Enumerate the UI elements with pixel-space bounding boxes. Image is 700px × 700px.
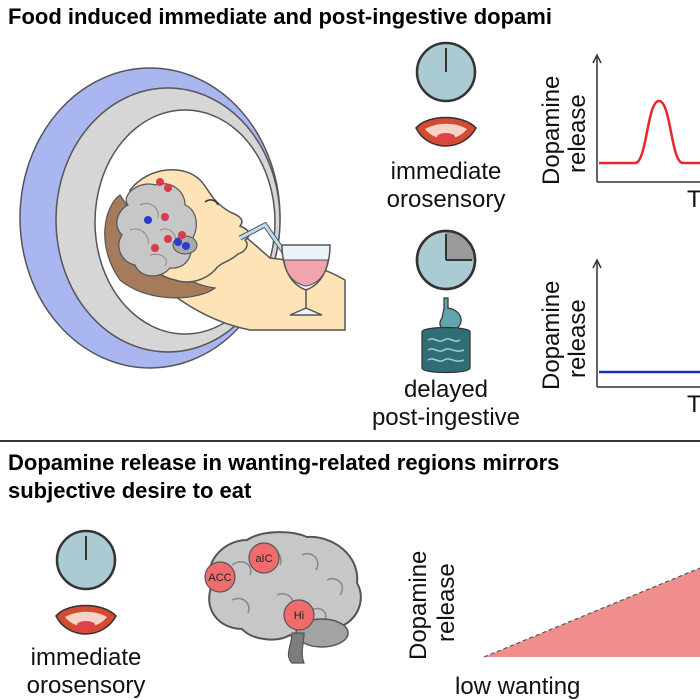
plot3-ylabel-line1: Dopamine xyxy=(405,551,432,660)
region-aic-label: aIC xyxy=(255,553,272,565)
orosensory-label: orosensory xyxy=(386,186,506,213)
bottom-orosensory-label: orosensory xyxy=(26,672,146,699)
delayed-dopamine-plot: Dopamine release T xyxy=(538,258,700,418)
clock-icon xyxy=(415,41,477,103)
stomach-intestine-icon xyxy=(421,297,471,374)
pet-scanner-illustration xyxy=(19,67,346,369)
clock-icon xyxy=(55,529,117,591)
mouth-icon xyxy=(55,604,117,635)
bottom-section-title-line2: subjective desire to eat xyxy=(8,478,252,503)
bottom-immediate-label: immediate xyxy=(30,644,142,671)
delayed-label: delayed xyxy=(403,376,489,403)
plot1-xlabel: T xyxy=(687,186,700,213)
region-hi-label: Hi xyxy=(294,610,304,622)
plot3-xlabel: low wanting xyxy=(455,673,580,700)
plot1-ylabel-line2: release xyxy=(564,94,591,173)
section-divider xyxy=(0,440,700,442)
immediate-dopamine-plot: Dopamine release T xyxy=(538,53,700,213)
plot1-ylabel-line1: Dopamine xyxy=(538,76,565,185)
mouth-icon xyxy=(415,116,477,147)
brain-regions-illustration: ACC aIC Hi xyxy=(204,531,362,664)
immediate-label: immediate xyxy=(390,158,502,185)
plot2-xlabel: T xyxy=(687,391,700,418)
clock-quarter-icon xyxy=(415,229,477,291)
post-ingestive-label: post-ingestive xyxy=(371,404,521,431)
plot3-ylabel-line2: release xyxy=(433,563,460,642)
plot2-ylabel-line2: release xyxy=(564,299,591,378)
wanting-dopamine-plot: Dopamine release low wanting xyxy=(405,551,700,700)
top-section-title: Food induced immediate and post-ingestiv… xyxy=(8,4,552,29)
bottom-section-title-line1: Dopamine release in wanting-related regi… xyxy=(8,450,560,475)
plot2-ylabel-line1: Dopamine xyxy=(538,281,565,390)
region-acc-label: ACC xyxy=(208,572,231,584)
